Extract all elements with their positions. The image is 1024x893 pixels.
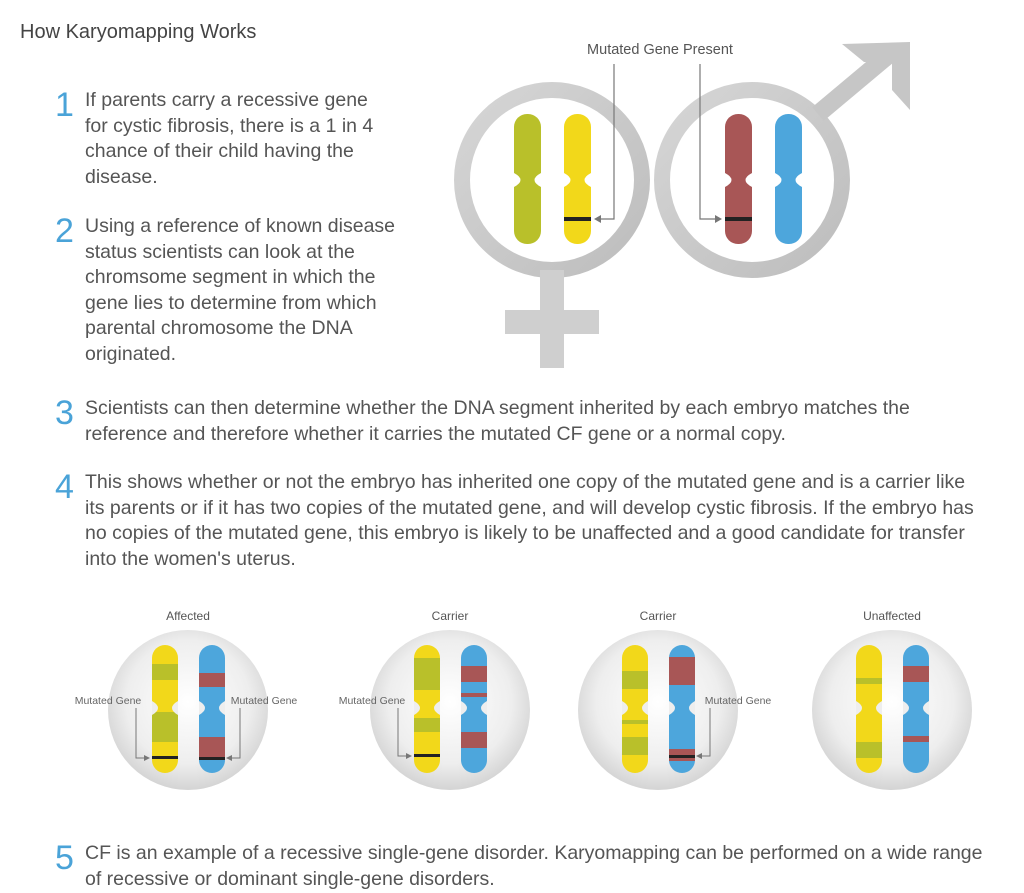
arrow-male [699, 64, 716, 220]
step-text: This shows whether or not the embryo has… [85, 471, 974, 570]
step-text: Using a reference of known disease statu… [85, 215, 396, 365]
male-chromosome-blue [775, 114, 802, 244]
embryo-carrier-2: Carrier Mutated Gene [578, 609, 771, 790]
male-symbol-icon [654, 42, 910, 278]
mutated-gene-label-left: Mutated Gene [339, 695, 406, 707]
embryos-illustration: Affected Mutated Gene Mutated Gene Carri… [75, 609, 972, 790]
parents-illustration: Mutated Gene Present [454, 42, 910, 368]
embryo-affected: Affected Mutated Gene Mutated Gene [75, 609, 298, 790]
embryo-unaffected: Unaffected [812, 609, 972, 790]
step-number: 5 [55, 839, 74, 877]
embryo-label: Carrier [432, 609, 469, 623]
male-chromosome-red [725, 114, 752, 244]
step-text: If parents carry a recessive gene for cy… [85, 89, 374, 188]
embryo-label: Carrier [640, 609, 677, 623]
embryo-label: Unaffected [863, 609, 921, 623]
embryo-carrier-1: Carrier Mutated Gene [339, 609, 530, 790]
mutated-gene-present-label: Mutated Gene Present [587, 42, 733, 58]
mutated-gene-label-right: Mutated Gene [705, 695, 772, 707]
step-number: 1 [55, 86, 74, 124]
step-text: CF is an example of a recessive single-g… [85, 842, 983, 890]
arrow-female [600, 64, 615, 220]
female-symbol-icon [454, 82, 650, 368]
step-number: 4 [55, 468, 74, 506]
step-number: 3 [55, 394, 74, 432]
mutated-gene-label-right: Mutated Gene [231, 695, 298, 707]
female-chromosome-olive [514, 114, 541, 244]
step-number: 2 [55, 212, 74, 250]
female-chromosome-yellow [564, 114, 591, 244]
mutated-gene-label-left: Mutated Gene [75, 695, 142, 707]
embryo-label: Affected [166, 609, 210, 623]
page-title: How Karyomapping Works [20, 21, 257, 43]
step-text: Scientists can then determine whether th… [85, 397, 910, 445]
